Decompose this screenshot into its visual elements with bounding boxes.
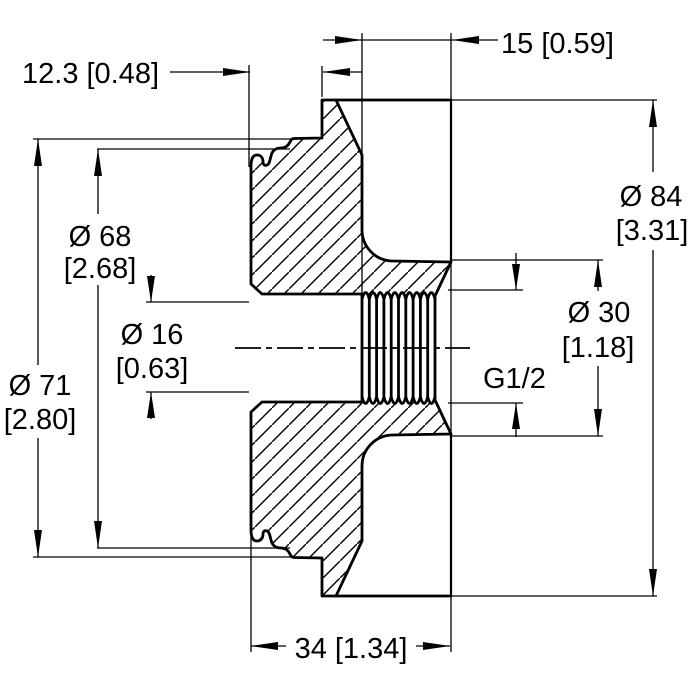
arrowhead: [512, 403, 520, 429]
dim-label-12-3: 12.3 [0.48]: [22, 58, 159, 90]
arrowhead: [452, 36, 479, 44]
dim-label-68-metric: Ø 68: [69, 221, 132, 253]
dimension-dia-68: Ø 68 [2.68]: [64, 148, 290, 549]
dim-label-68-imperial: [2.68]: [64, 253, 137, 285]
dim-label-15: 15 [0.59]: [501, 28, 614, 60]
arrowhead: [147, 392, 155, 418]
arrowhead: [594, 409, 602, 436]
dim-label-30-metric: Ø 30: [568, 297, 631, 329]
arrowhead: [34, 530, 42, 557]
dim-label-71-imperial: [2.80]: [4, 404, 77, 436]
dim-label-30-imperial: [1.18]: [562, 332, 635, 364]
dimension-12-3: 12.3 [0.48]: [22, 58, 362, 167]
dim-label-16-imperial: [0.63]: [116, 353, 189, 385]
dim-label-thread: G1/2: [483, 363, 546, 395]
dimensions: 12.3 [0.48] 15 [0.59] Ø 84 [3.31] Ø 71 […: [4, 28, 689, 665]
arrowhead: [594, 260, 602, 287]
dim-label-16-metric: Ø 16: [121, 319, 184, 351]
part-lower-section: [249, 395, 453, 598]
arrowhead: [649, 569, 657, 596]
part-upper-section: [249, 98, 453, 301]
dim-label-84-metric: Ø 84: [620, 181, 683, 213]
dimension-dia-30: Ø 30 [1.18]: [451, 259, 635, 437]
dim-label-84-imperial: [3.31]: [616, 215, 689, 247]
arrowhead: [512, 264, 520, 290]
arrowhead: [147, 276, 155, 302]
dimension-dia-84: Ø 84 [3.31]: [451, 99, 689, 597]
arrowhead: [323, 68, 350, 76]
arrowhead: [335, 36, 362, 44]
dimension-dia-71: Ø 71 [2.80]: [4, 138, 293, 558]
part-cross-section: [235, 98, 470, 598]
dimension-thread-g12: G1/2: [448, 253, 546, 437]
arrowhead: [423, 642, 450, 650]
arrowhead: [94, 149, 102, 176]
dim-label-34: 34 [1.34]: [295, 633, 408, 665]
dim-label-71-metric: Ø 71: [9, 370, 72, 402]
arrowhead: [251, 642, 278, 650]
arrowhead: [94, 521, 102, 548]
arrowhead: [34, 139, 42, 166]
dimension-15: 15 [0.59]: [323, 28, 614, 652]
dimension-dia-16: Ø 16 [0.63]: [116, 275, 249, 419]
arrowhead: [223, 68, 250, 76]
dimension-34: 34 [1.34]: [250, 529, 450, 665]
arrowhead: [649, 100, 657, 127]
